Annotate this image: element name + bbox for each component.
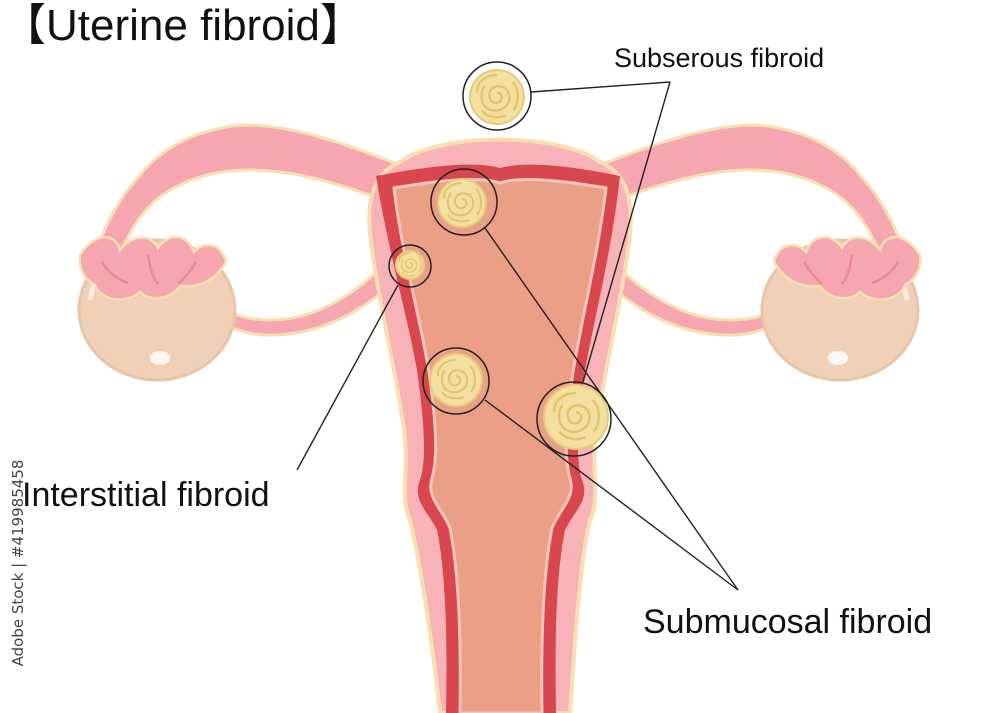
interstitial-fibroid-label: Interstitial fibroid: [22, 476, 270, 514]
stock-watermark: Adobe Stock | #419985458: [9, 459, 27, 666]
submucosal-fibroid-top: [430, 168, 498, 236]
interstitial-fibroid: [388, 244, 432, 288]
diagram-title: 【Uterine fibroid】: [2, 1, 364, 50]
left-fimbriae: [78, 235, 228, 301]
submucosal-fibroid-middle: [422, 347, 490, 415]
subserous-fibroid-label: Subserous fibroid: [614, 43, 825, 73]
leader-lines: [296, 81, 739, 591]
subserous-fibroid-top: [462, 61, 532, 131]
right-fimbriae: [772, 235, 922, 301]
uterine-cavity: [392, 177, 608, 713]
subserous-fibroid-side: [536, 381, 612, 457]
submucosal-fibroid-label: Submucosal fibroid: [643, 603, 933, 641]
